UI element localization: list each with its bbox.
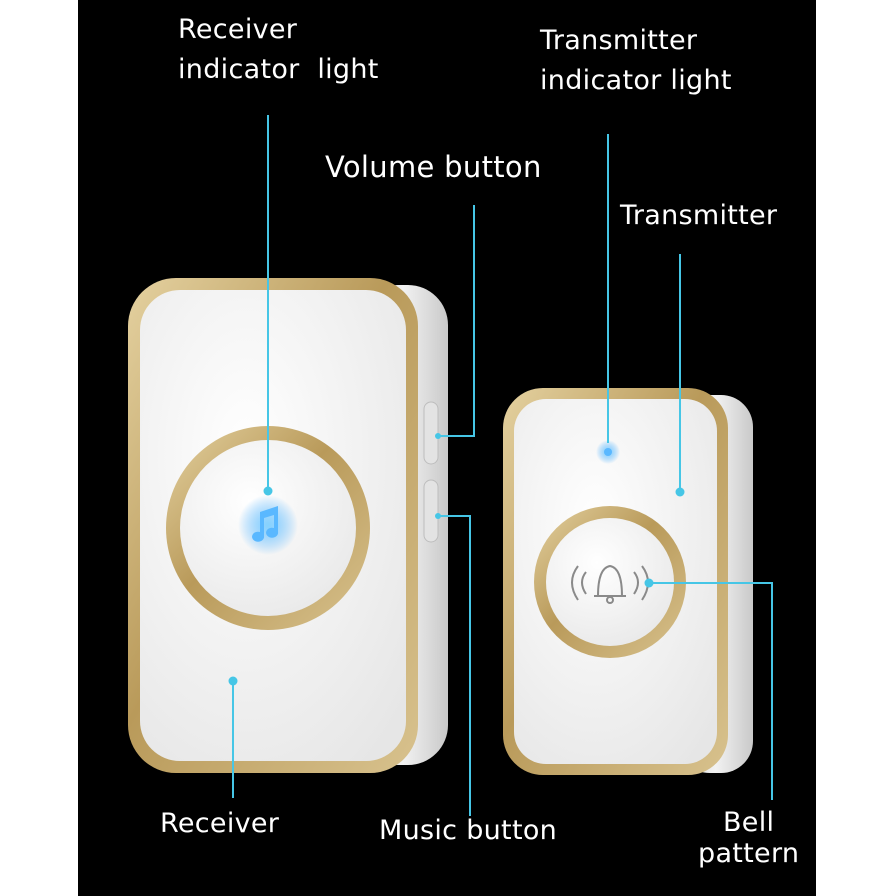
label-line-2: indicator light <box>540 65 732 96</box>
label-transmitter-indicator-light: Transmitter indicator light <box>540 21 732 101</box>
music-button-knob <box>423 479 439 543</box>
label-volume-button: Volume button <box>325 150 542 184</box>
label-transmitter: Transmitter <box>620 200 778 231</box>
leader-bell-pattern <box>649 582 773 800</box>
label-line-1: Receiver <box>178 14 298 45</box>
leader-lines <box>232 115 773 816</box>
leader-volume-button <box>438 205 475 437</box>
label-line-1: Transmitter <box>540 25 698 56</box>
label-bell-pattern: Bell pattern <box>698 807 799 869</box>
doorbell-illustration <box>128 115 773 816</box>
label-receiver: Receiver <box>160 808 280 839</box>
label-line-1: Bell <box>722 807 775 838</box>
label-line-2: pattern <box>698 838 800 869</box>
product-illustration: Receiver indicator light Transmitter ind… <box>78 0 816 896</box>
leader-music-button <box>438 515 471 816</box>
leader-dots <box>228 433 685 686</box>
label-music-button: Music button <box>379 815 558 846</box>
music-note-icon <box>252 506 279 542</box>
transmitter-device <box>503 388 753 775</box>
receiver-device <box>128 278 448 773</box>
volume-button-knob <box>423 401 439 465</box>
label-receiver-indicator-light: Receiver indicator light <box>178 10 379 90</box>
label-line-2: indicator light <box>178 54 379 85</box>
